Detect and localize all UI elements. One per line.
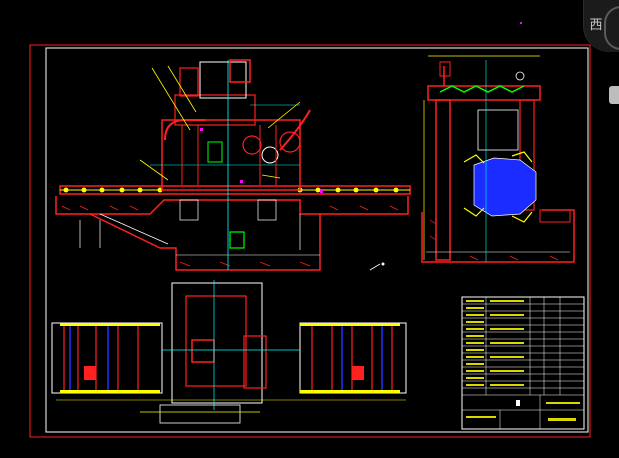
title-block <box>461 296 585 430</box>
drawing-frame <box>45 47 589 433</box>
compass-direction-west[interactable]: 西 <box>589 18 603 33</box>
sheet-border <box>29 44 591 438</box>
side-elevation-view <box>421 55 575 263</box>
plan-view <box>51 280 407 424</box>
nav-handle-icon[interactable] <box>609 86 619 104</box>
front-elevation-view <box>55 22 522 271</box>
